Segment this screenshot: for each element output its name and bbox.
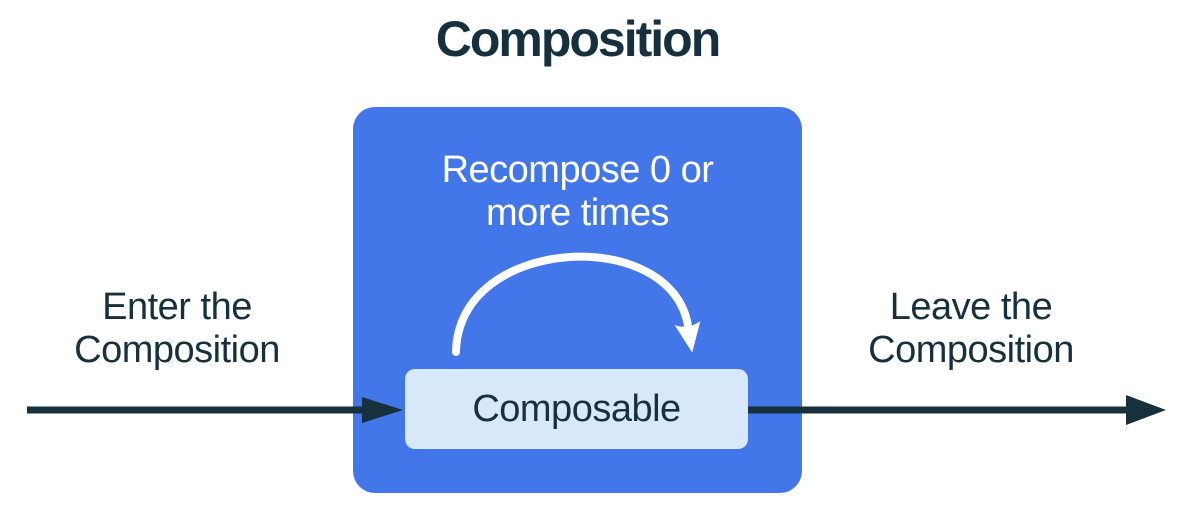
recompose-label: Recompose 0 or more times [441, 149, 714, 234]
leave-right-arrow-icon [1126, 395, 1166, 425]
leave-composition-label: Leave the Composition [868, 286, 1074, 371]
composable-label: Composable [472, 387, 681, 430]
composable-box: Composable [405, 369, 748, 449]
diagram-title: Composition [435, 11, 722, 67]
enter-composition-label: Enter the Composition [74, 286, 280, 371]
